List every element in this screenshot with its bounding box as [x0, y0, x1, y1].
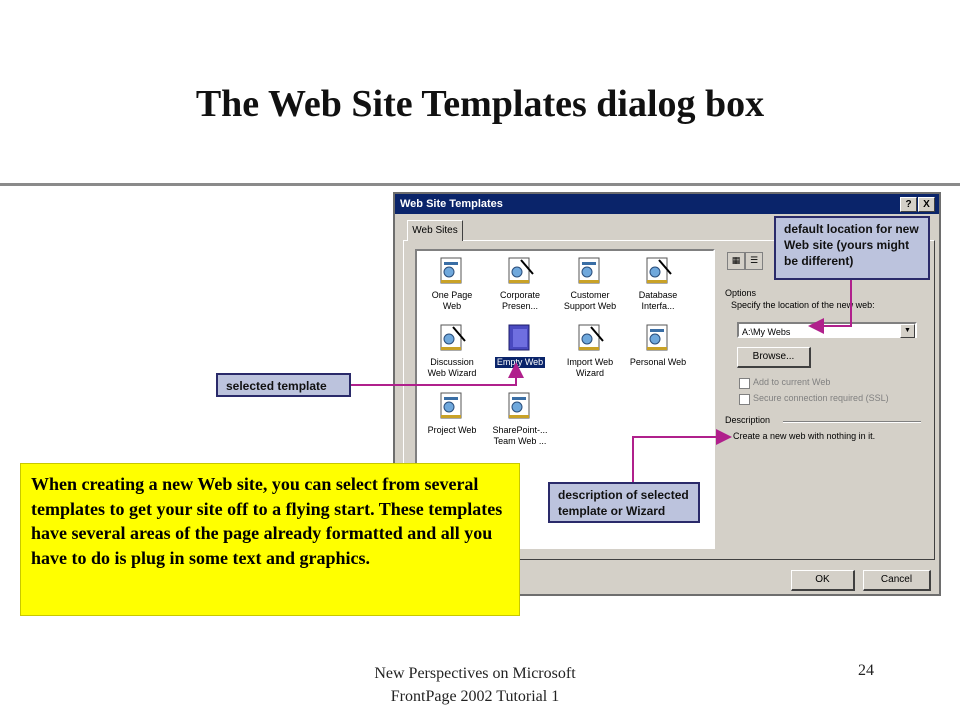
description-text: Create a new web with nothing in it.: [733, 431, 876, 441]
callout-selected-template: selected template: [216, 373, 351, 397]
template-label: SharePoint-... Team Web ...: [492, 425, 548, 446]
location-prompt: Specify the location of the new web:: [731, 300, 875, 310]
template-import-web-wizard[interactable]: Import Web Wizard: [557, 323, 623, 379]
location-combo[interactable]: A:\My Webs ▼: [737, 322, 917, 338]
template-label: Import Web Wizard: [566, 357, 614, 378]
template-one-page-web[interactable]: One Page Web: [419, 256, 485, 312]
footer-course-title: New Perspectives on Microsoft FrontPage …: [374, 665, 576, 705]
page-number: 24: [858, 662, 874, 679]
location-value: A:\My Webs: [742, 327, 791, 337]
template-discussion-web-wizard[interactable]: Discussion Web Wizard: [419, 323, 485, 379]
callout-default-location: default location for new Web site (yours…: [774, 216, 930, 280]
options-label: Options: [725, 288, 757, 298]
add-to-current-checkbox[interactable]: [739, 378, 750, 389]
title-divider: [0, 183, 960, 186]
template-label: Corporate Presen...: [499, 290, 541, 311]
template-label: Discussion Web Wizard: [427, 357, 477, 378]
empty-web-icon: [505, 323, 535, 353]
close-button[interactable]: X: [918, 197, 935, 212]
large-icons-view-icon[interactable]: ▦: [727, 252, 745, 270]
help-button[interactable]: ?: [900, 197, 917, 212]
template-personal-web[interactable]: Personal Web: [625, 323, 691, 368]
template-label: One Page Web: [431, 290, 473, 311]
template-wizard-icon: [505, 256, 535, 286]
description-divider: [783, 421, 921, 423]
tab-web-sites[interactable]: Web Sites: [407, 220, 463, 241]
add-to-current-label: Add to current Web: [753, 377, 831, 387]
template-label: Database Interfa...: [638, 290, 678, 311]
template-wizard-icon: [575, 323, 605, 353]
template-database-interface[interactable]: Database Interfa...: [625, 256, 691, 312]
template-label: Customer Support Web: [563, 290, 617, 311]
template-label: Personal Web: [629, 357, 687, 367]
template-icon: [505, 391, 535, 421]
secure-connection-checkbox[interactable]: [739, 394, 750, 405]
template-icon: [437, 256, 467, 286]
tab-panel: [403, 240, 935, 560]
template-project-web[interactable]: Project Web: [419, 391, 485, 436]
template-icon: [575, 256, 605, 286]
list-view-icon[interactable]: ☰: [745, 252, 763, 270]
browse-button[interactable]: Browse...: [737, 347, 811, 368]
template-corporate-presence[interactable]: Corporate Presen...: [487, 256, 553, 312]
template-label: Project Web: [427, 425, 477, 435]
description-label: Description: [725, 415, 771, 425]
chevron-down-icon[interactable]: ▼: [900, 324, 915, 338]
explanation-note: When creating a new Web site, you can se…: [20, 463, 520, 616]
secure-connection-label: Secure connection required (SSL): [753, 393, 889, 403]
template-icon: [437, 391, 467, 421]
template-sharepoint-team-web[interactable]: SharePoint-... Team Web ...: [487, 391, 553, 447]
dialog-title: Web Site Templates: [400, 198, 503, 210]
cancel-button[interactable]: Cancel: [863, 570, 931, 591]
ok-button[interactable]: OK: [791, 570, 855, 591]
template-wizard-icon: [437, 323, 467, 353]
template-wizard-icon: [643, 256, 673, 286]
dialog-title-bar: Web Site Templates ? X: [395, 194, 939, 214]
template-icon: [643, 323, 673, 353]
callout-description: description of selected template or Wiza…: [548, 482, 700, 523]
slide-title: The Web Site Templates dialog box: [195, 83, 765, 125]
template-customer-support-web[interactable]: Customer Support Web: [557, 256, 623, 312]
